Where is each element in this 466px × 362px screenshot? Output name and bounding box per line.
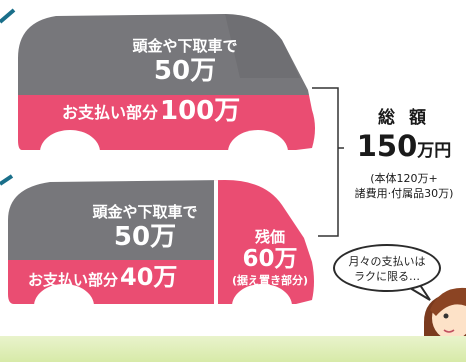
- bottom-car-payment-amount: 40万: [120, 263, 178, 291]
- bottom-car-downpayment-amount: 50万: [113, 222, 177, 252]
- top-car-body: [18, 14, 315, 150]
- bottom-car-gray-section: [8, 180, 214, 260]
- top-car-window-shade: [225, 14, 300, 78]
- top-car-downpayment-amount: 50万: [153, 56, 217, 86]
- top-car-front-wheel-arch: [228, 130, 288, 174]
- bottom-car-payment-label: お支払い部分: [27, 271, 118, 289]
- top-car-payment-amount: 100万: [160, 96, 241, 126]
- bottom-car-divider: [214, 180, 218, 304]
- speech-bubble: [333, 244, 441, 292]
- total-amount-number: 150: [356, 129, 418, 163]
- bottom-car-downpayment-label: 頭金や下取車で: [92, 203, 198, 221]
- total-note-line2: 諸費用·付属品30万): [354, 187, 454, 200]
- bottom-green-strip: [0, 336, 466, 362]
- bottom-car-rear-wheel-arch: [34, 284, 94, 328]
- top-car-rear-wheel-arch: [40, 130, 100, 174]
- residual-label: 残価: [254, 228, 285, 246]
- woman-mouth: [443, 329, 455, 333]
- teal-accent-bottom: [0, 174, 14, 186]
- residual-note: (据え置き部分): [231, 274, 309, 287]
- top-car-downpayment-label: 頭金や下取車で: [132, 37, 238, 55]
- speech-line2: ラクに限る…: [354, 270, 420, 283]
- total-bracket: [312, 87, 339, 237]
- top-car-payment-label: お支払い部分: [61, 103, 158, 122]
- total-amount-unit: 万円: [417, 141, 452, 161]
- total-amount-block: 総 額 150万円 (本体120万+ 諸費用·付属品30万): [342, 103, 466, 201]
- speech-line1: 月々の支払いは: [348, 255, 426, 268]
- speech-bubble-text: 月々の支払いは ラクに限る…: [333, 254, 441, 284]
- residual-amount: 60万: [242, 246, 298, 272]
- total-amount: 150万円: [342, 130, 466, 167]
- teal-accent-top: [0, 8, 16, 24]
- total-label: 総 額: [378, 108, 430, 128]
- woman-eye: [443, 313, 449, 319]
- bottom-car-front-wheel-arch: [232, 284, 292, 328]
- woman-hair-bangs: [430, 287, 466, 316]
- total-note-line1: (本体120万+: [370, 172, 438, 185]
